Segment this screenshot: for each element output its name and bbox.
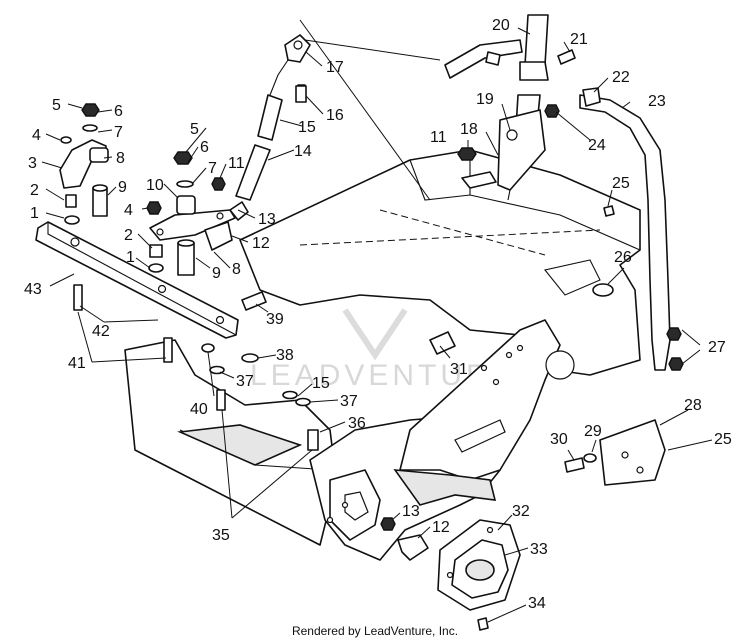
callout-14: 14 <box>294 143 312 160</box>
callout-27: 27 <box>708 339 726 356</box>
tie-rod <box>235 34 311 201</box>
callout-43: 43 <box>24 281 42 298</box>
callout-labels: 5 6 4 7 3 8 2 9 1 5 6 7 10 4 11 13 12 2 … <box>24 17 732 612</box>
callout-40: 40 <box>190 401 208 418</box>
callout-39: 39 <box>266 311 284 328</box>
callout-4b: 4 <box>124 202 133 219</box>
leader-lines <box>41 19 713 623</box>
callout-32: 32 <box>512 503 530 520</box>
callout-18: 18 <box>460 121 478 138</box>
fasteners <box>73 49 684 561</box>
callout-31: 31 <box>450 361 468 378</box>
callout-5b: 5 <box>190 121 199 138</box>
callout-13b: 13 <box>402 503 420 520</box>
callout-37b: 37 <box>340 393 358 410</box>
callout-25a: 25 <box>612 175 630 192</box>
callout-6b: 6 <box>200 139 209 156</box>
callout-41: 41 <box>68 355 86 372</box>
front-bar <box>35 221 239 339</box>
callout-37a: 37 <box>236 373 254 390</box>
callout-11b: 11 <box>430 129 447 146</box>
callout-2b: 2 <box>124 227 133 244</box>
callout-19: 19 <box>476 91 494 108</box>
callout-15a: 15 <box>298 119 316 136</box>
callout-24: 24 <box>588 137 606 154</box>
callout-36: 36 <box>348 415 366 432</box>
steering-boot <box>437 519 521 631</box>
callout-9a: 9 <box>118 179 127 196</box>
callout-34: 34 <box>528 595 546 612</box>
callout-20: 20 <box>492 17 510 34</box>
callout-3: 3 <box>28 155 37 172</box>
callout-7b: 7 <box>208 160 217 177</box>
callout-7a: 7 <box>114 124 123 141</box>
callout-5a: 5 <box>52 97 61 114</box>
callout-1a: 1 <box>30 205 39 222</box>
callout-38: 38 <box>276 347 294 364</box>
callout-26: 26 <box>614 249 632 266</box>
callout-25b: 25 <box>714 431 732 448</box>
callout-6a: 6 <box>114 103 123 120</box>
callout-16: 16 <box>326 107 344 124</box>
callout-1b: 1 <box>126 249 135 266</box>
side-bracket <box>564 419 666 486</box>
callout-23: 23 <box>648 93 666 110</box>
callout-28: 28 <box>684 397 702 414</box>
callout-8b: 8 <box>232 261 241 278</box>
render-credit: Rendered by LeadVenture, Inc. <box>291 624 459 638</box>
main-frame <box>124 149 641 561</box>
callout-4a: 4 <box>32 127 41 144</box>
callout-29: 29 <box>584 423 602 440</box>
callout-13a: 13 <box>258 211 276 228</box>
callout-11a: 11 <box>228 155 245 172</box>
callout-15b: 15 <box>312 375 330 392</box>
callout-21: 21 <box>570 31 588 48</box>
callout-12a: 12 <box>252 235 270 252</box>
callout-9b: 9 <box>212 265 221 282</box>
steering-arm-center <box>146 151 249 276</box>
callout-42: 42 <box>92 323 110 340</box>
callout-30: 30 <box>550 431 568 448</box>
callout-22: 22 <box>612 69 630 86</box>
callout-17: 17 <box>326 59 344 76</box>
callout-10: 10 <box>146 177 164 194</box>
callout-8a: 8 <box>116 150 125 167</box>
callout-2a: 2 <box>30 182 39 199</box>
callout-12b: 12 <box>432 519 450 536</box>
brace-tube <box>444 39 671 371</box>
callout-33: 33 <box>530 541 548 558</box>
steering-arm-left <box>59 103 109 225</box>
callout-35: 35 <box>212 527 230 544</box>
